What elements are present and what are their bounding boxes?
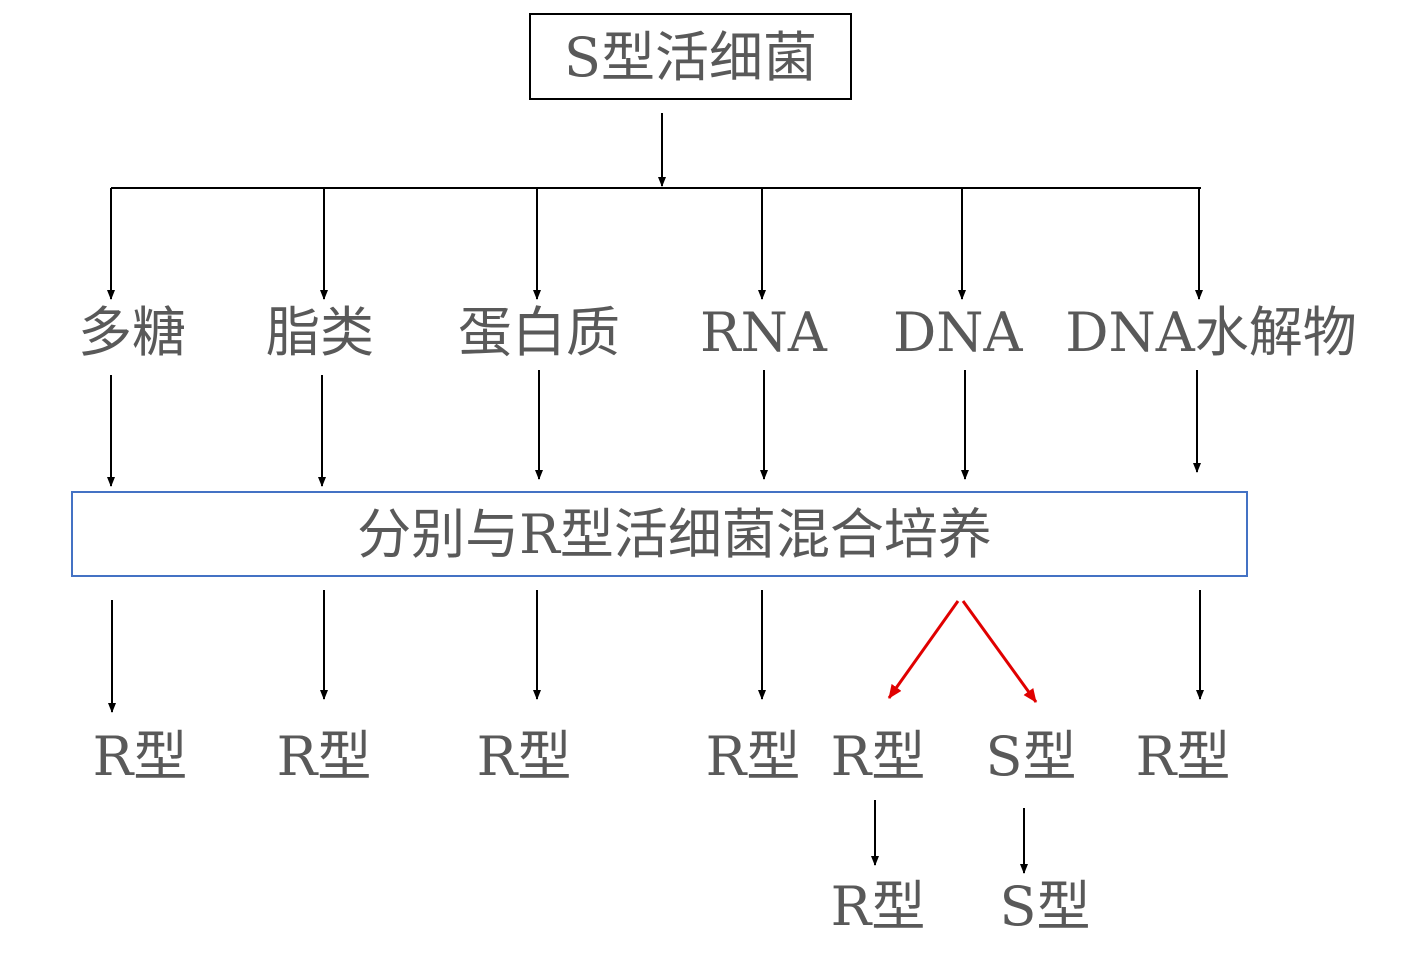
result-label-dna-s: S型 bbox=[985, 725, 1077, 788]
mix-culture-box bbox=[71, 491, 1248, 577]
result-arrow-dna-s-red bbox=[961, 600, 1038, 703]
result-label-protein: R型 bbox=[476, 725, 572, 788]
result-label-dna-hydrolysate: R型 bbox=[1135, 725, 1231, 788]
component-rna: RNA bbox=[700, 301, 827, 364]
s-type-live-bacteria-box bbox=[529, 13, 852, 100]
mix-culture-label: 分别与R型活细菌混合培养 bbox=[357, 503, 992, 566]
component-lipid: 脂类 bbox=[266, 301, 374, 364]
offspring-label-r: R型 bbox=[830, 875, 926, 938]
component-protein: 蛋白质 bbox=[458, 301, 620, 364]
offspring-label-s: S型 bbox=[999, 875, 1091, 938]
result-label-dna-r: R型 bbox=[830, 725, 926, 788]
result-arrow-dna-r-red bbox=[887, 600, 960, 699]
result-label-lipid: R型 bbox=[276, 725, 372, 788]
s-type-live-bacteria-label: S型活细菌 bbox=[564, 26, 817, 89]
result-label-rna: R型 bbox=[705, 725, 801, 788]
component-polysaccharide: 多糖 bbox=[78, 301, 186, 364]
result-label-polysaccharide: R型 bbox=[92, 725, 188, 788]
component-dna: DNA bbox=[893, 301, 1023, 364]
component-dna-hydrolysate: DNA水解物 bbox=[1065, 301, 1357, 364]
